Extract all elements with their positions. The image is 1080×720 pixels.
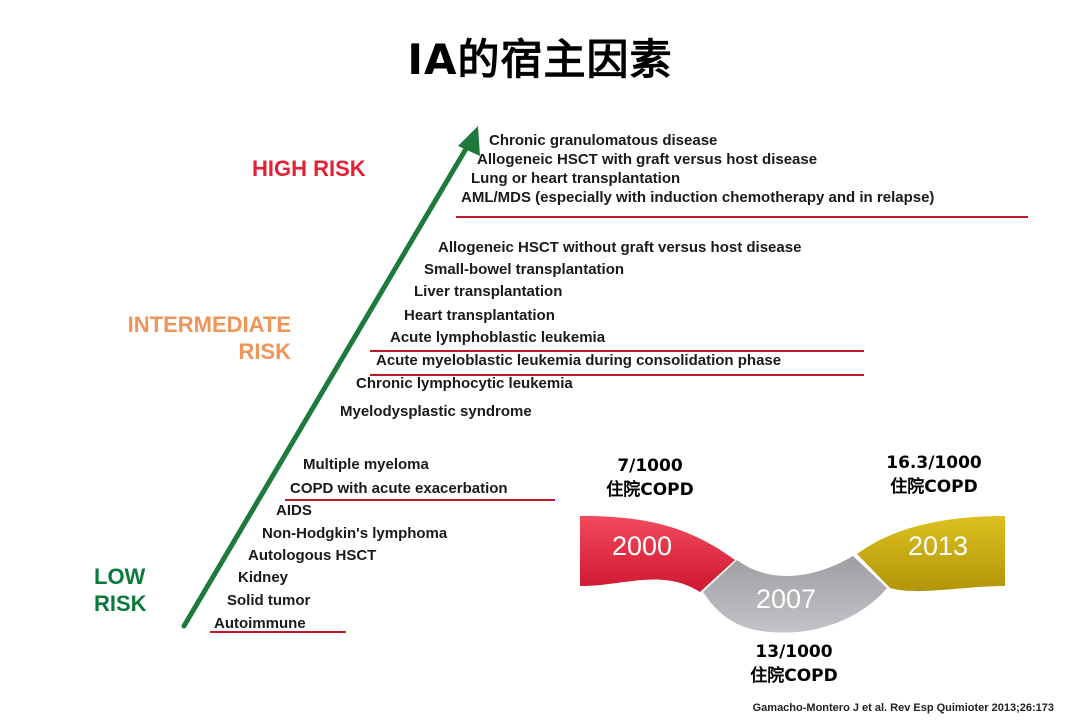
list-item: Autologous HSCT	[248, 547, 377, 564]
list-item: Non-Hodgkin's lymphoma	[262, 525, 448, 542]
list-item: Heart transplantation	[404, 307, 555, 324]
high-risk-label: HIGH RISK	[252, 156, 366, 181]
list-item: Allogeneic HSCT with graft versus host d…	[477, 151, 818, 168]
timeline-segment-2007	[703, 556, 887, 633]
list-item: Chronic granulomatous disease	[489, 132, 718, 149]
list-item: Acute myeloblastic leukemia during conso…	[376, 352, 782, 369]
list-item: Acute lymphoblastic leukemia	[390, 329, 606, 346]
list-item: Kidney	[238, 569, 289, 586]
list-item: Chronic lymphocytic leukemia	[356, 375, 573, 392]
list-item: Lung or heart transplantation	[471, 170, 681, 187]
stat-2013: 16.3/1000 住院COPD	[886, 453, 982, 497]
timeline-segment-2013	[857, 516, 1005, 592]
list-item: AIDS	[276, 502, 312, 519]
list-item: Myelodysplastic syndrome	[340, 403, 532, 420]
list-item: COPD with acute exacerbation	[290, 480, 508, 497]
year-label: 2007	[756, 584, 816, 614]
divider	[285, 499, 555, 501]
divider	[210, 631, 346, 633]
year-label: 2013	[908, 531, 968, 561]
divider	[370, 350, 864, 352]
divider	[456, 216, 1028, 218]
divider	[370, 374, 864, 376]
list-item: Solid tumor	[227, 592, 311, 609]
year-label: 2000	[612, 531, 672, 561]
timeline-segment-2000	[580, 516, 735, 592]
low-risk-label: LOW RISK	[94, 564, 147, 616]
citation: Gamacho-Montero J et al. Rev Esp Quimiot…	[752, 702, 1054, 714]
page-title: IA的宿主因素	[407, 35, 673, 84]
list-item: Autoimmune	[214, 615, 306, 632]
stat-2000: 7/1000 住院COPD	[606, 456, 694, 500]
list-item: Small-bowel transplantation	[424, 261, 625, 278]
stat-2007: 13/1000 住院COPD	[750, 642, 838, 686]
intermediate-risk-label: INTERMEDIATE RISK	[127, 312, 291, 364]
list-item: AML/MDS (especially with induction chemo…	[461, 189, 935, 206]
list-item: Allogeneic HSCT without graft versus hos…	[438, 239, 802, 256]
list-item: Multiple myeloma	[303, 456, 429, 473]
list-item: Liver transplantation	[414, 283, 563, 300]
